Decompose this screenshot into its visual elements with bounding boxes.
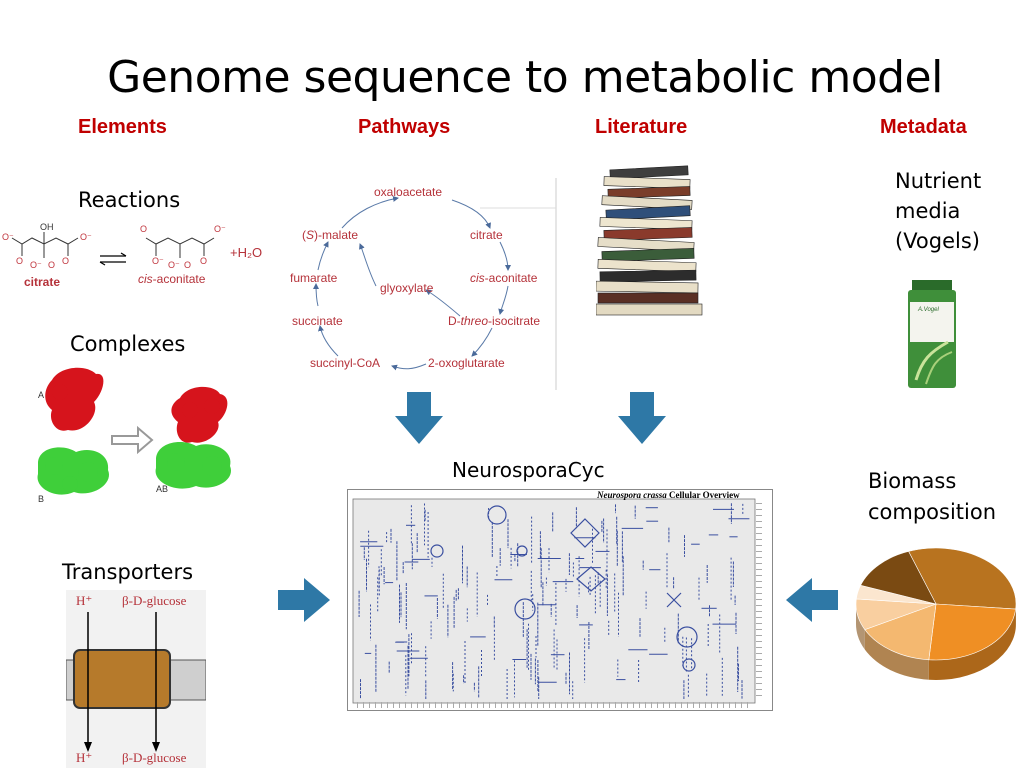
svg-text:O⁻: O⁻ bbox=[168, 260, 180, 270]
bottle-brand: A.Vogel bbox=[917, 307, 939, 313]
map-header: Neurospora crassa Cellular Overview bbox=[596, 490, 740, 500]
svg-text:O⁻: O⁻ bbox=[30, 260, 42, 270]
arrow-down-pathways bbox=[395, 392, 443, 444]
pie-slice-side bbox=[856, 604, 865, 650]
book-stack-image bbox=[596, 165, 703, 316]
biomass-pie-chart bbox=[855, 547, 1017, 680]
heading-pathways: Pathways bbox=[358, 116, 451, 138]
svg-text:O: O bbox=[200, 256, 207, 266]
slide-title: Genome sequence to metabolic model bbox=[107, 52, 943, 103]
reaction-substrate: citrate bbox=[24, 275, 60, 289]
reaction-product: cis-aconitate bbox=[138, 272, 206, 286]
svg-text:O: O bbox=[48, 260, 55, 270]
heading-elements: Elements bbox=[78, 116, 167, 138]
arrow-down-literature bbox=[618, 392, 666, 444]
label-nutrient-media: Nutrient media (Vogels) bbox=[895, 169, 982, 253]
heading-metadata: Metadata bbox=[880, 116, 967, 138]
pathway-isocitrate: D-threo-isocitrate bbox=[448, 314, 540, 328]
reaction-diagram: O⁻ O OH O⁻ O O O⁻ O O⁻ O⁻ O O O⁻ citrate cis-a… bbox=[2, 222, 262, 289]
cellular-overview-map: Neurospora crassa Cellular Overview bbox=[347, 489, 773, 711]
pie-slice bbox=[864, 603, 937, 661]
pie-slice-side bbox=[928, 609, 1016, 680]
svg-text:O⁻: O⁻ bbox=[80, 232, 92, 242]
pie-slice bbox=[928, 603, 1017, 661]
pie-slice bbox=[860, 551, 937, 605]
label-neurosporacyc: NeurosporaCyc bbox=[452, 458, 605, 482]
transporter-diagram: H⁺ β-D-glucose H⁺ β-D-glucose bbox=[66, 590, 206, 768]
svg-text:O: O bbox=[62, 256, 69, 266]
complex-label-ab: AB bbox=[156, 484, 168, 494]
arrow-left-metadata bbox=[786, 578, 838, 622]
svg-text:O⁻: O⁻ bbox=[2, 232, 14, 242]
label-transporters: Transporters bbox=[62, 560, 194, 584]
pathway-oxoglutarate: 2-oxoglutarate bbox=[428, 356, 505, 370]
svg-text:O: O bbox=[184, 260, 191, 270]
pathway-fumarate: fumarate bbox=[290, 271, 338, 285]
pie-slice-side bbox=[864, 629, 929, 680]
pathway-succinyl-coa: succinyl-CoA bbox=[310, 356, 380, 370]
pathway-malate: (S)-malate bbox=[302, 228, 358, 242]
pathway-glyoxylate: glyoxylate bbox=[380, 281, 434, 295]
reaction-water: +H₂O bbox=[230, 245, 262, 260]
tca-cycle-diagram: oxaloacetate (S)-malate citrate fumarate… bbox=[290, 178, 557, 390]
vogel-bottle-image: A.Vogel bbox=[908, 280, 956, 388]
svg-text:OH: OH bbox=[40, 222, 54, 232]
heading-literature: Literature bbox=[595, 116, 688, 138]
transporter-ion-top: H⁺ bbox=[76, 593, 92, 608]
svg-text:O: O bbox=[16, 256, 23, 266]
svg-text:O⁻: O⁻ bbox=[214, 224, 226, 234]
protein-complex-diagram: A B AB bbox=[37, 367, 232, 504]
transporter-sugar-top: β-D-glucose bbox=[122, 593, 187, 608]
label-reactions: Reactions bbox=[78, 188, 181, 212]
svg-text:O⁻: O⁻ bbox=[152, 256, 164, 266]
pathway-cis-aconitate: cis-aconitate bbox=[470, 271, 538, 285]
label-complexes: Complexes bbox=[70, 332, 186, 356]
transporter-sugar-bottom: β-D-glucose bbox=[122, 750, 187, 765]
complex-label-a: A bbox=[38, 390, 44, 400]
transporter-ion-bottom: H⁺ bbox=[76, 750, 92, 765]
pathway-oxaloacetate: oxaloacetate bbox=[374, 185, 442, 199]
pie-slice bbox=[908, 547, 1017, 610]
svg-text:O: O bbox=[140, 224, 147, 234]
pathway-citrate: citrate bbox=[470, 228, 503, 242]
complex-label-b: B bbox=[38, 494, 44, 504]
arrow-right-elements bbox=[278, 578, 330, 622]
label-biomass-composition: Biomass composition bbox=[868, 469, 997, 524]
pathway-succinate: succinate bbox=[292, 314, 343, 328]
